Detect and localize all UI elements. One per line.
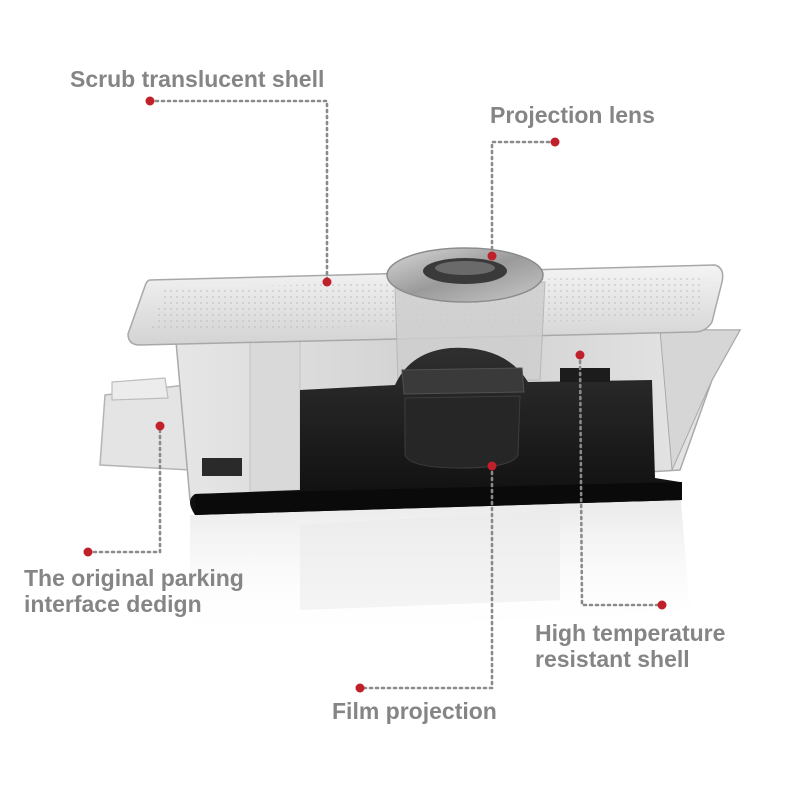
callout-scrub-translucent-shell: Scrub translucent shell <box>70 66 325 92</box>
device-reflection <box>190 490 690 640</box>
callout-temperature-line2: resistant shell <box>535 646 690 672</box>
callout-temperature-line1: High temperature <box>535 620 726 646</box>
callout-parking-line2: interface dedign <box>24 591 202 617</box>
callout-high-temperature-shell: High temperature resistant shell <box>535 620 725 672</box>
projector-device <box>99 247 742 515</box>
callout-parking-interface: The original parking interface dedign <box>24 565 244 617</box>
callout-projection-lens: Projection lens <box>490 102 655 128</box>
callout-parking-line1: The original parking <box>24 565 244 591</box>
callout-markers <box>83 96 667 693</box>
callout-film-projection: Film projection <box>332 698 497 724</box>
leader-lines <box>86 99 664 690</box>
